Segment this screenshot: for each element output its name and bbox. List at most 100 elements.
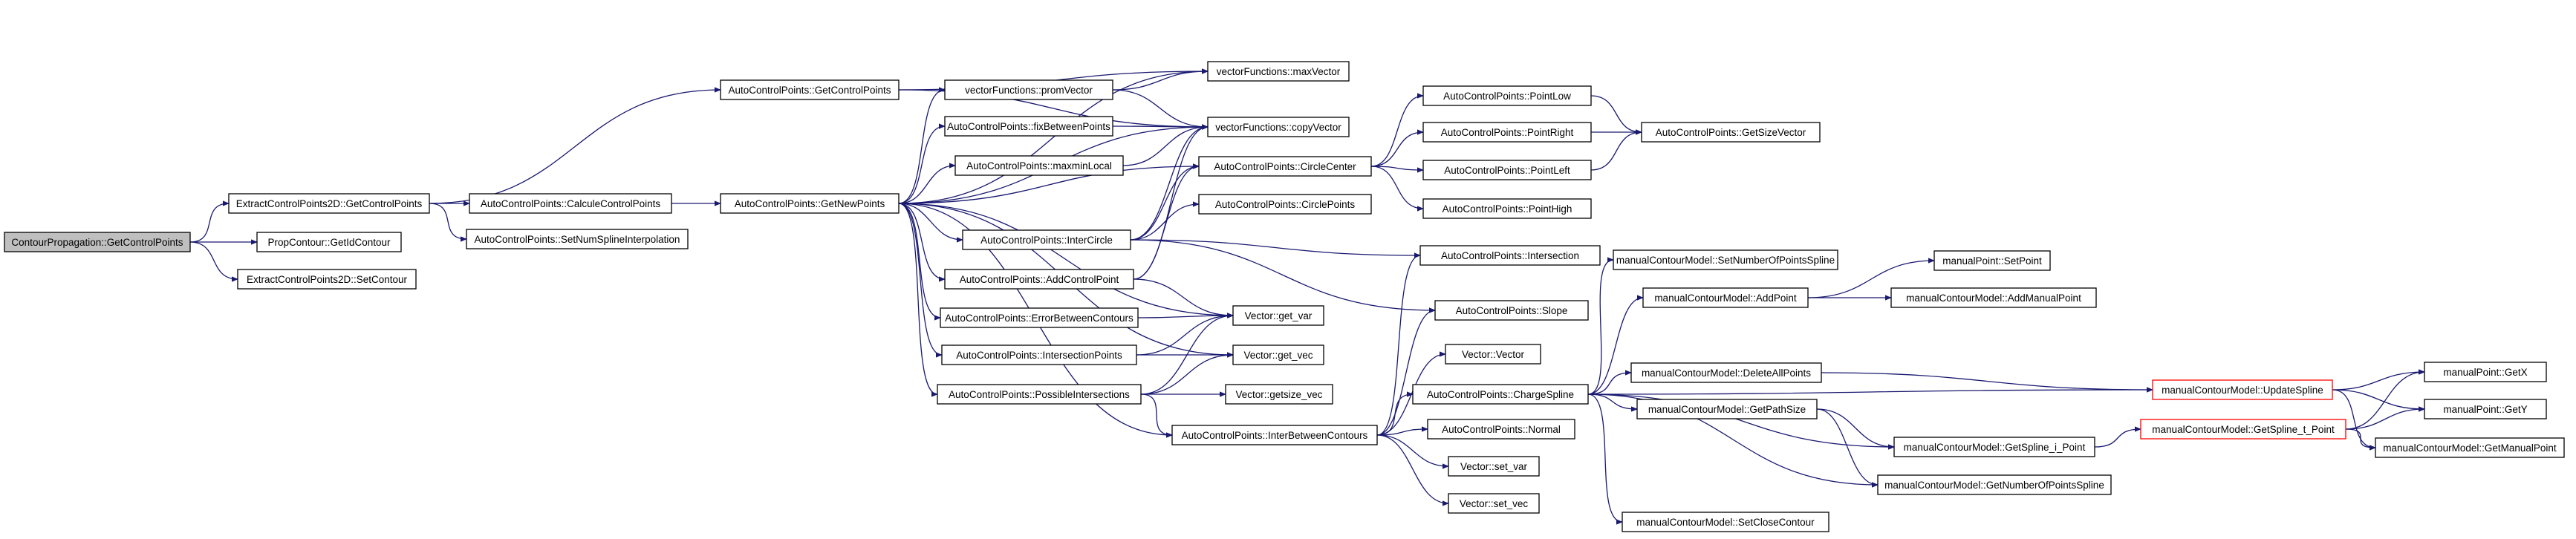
call-edge <box>898 163 1200 204</box>
graph-node-acp-newpts[interactable]: AutoControlPoints::GetNewPoints <box>720 193 900 214</box>
call-edge <box>1133 163 1200 280</box>
graph-node-acp-pright[interactable]: AutoControlPoints::PointRight <box>1422 122 1592 143</box>
node-label: AutoControlPoints::PointHigh <box>1443 203 1572 215</box>
node-label: manualContourModel::SetNumberOfPointsSpl… <box>1616 255 1835 266</box>
graph-node-mcm-spline-t[interactable]: manualContourModel::GetSpline_t_Point <box>2140 419 2346 440</box>
graph-node-ecp-get[interactable]: ExtractControlPoints2D::GetControlPoints <box>228 193 430 214</box>
graph-node-vf-copy[interactable]: vectorFunctions::copyVector <box>1207 117 1350 137</box>
node-box <box>944 269 1134 290</box>
graph-node-acp-cc[interactable]: AutoControlPoints::CircleCenter <box>1198 156 1372 177</box>
node-label: manualContourModel::AddManualPoint <box>1906 293 2081 304</box>
graph-node-mcm-getnum[interactable]: manualContourModel::GetNumberOfPointsSpl… <box>1877 474 2112 495</box>
graph-node-mcm-getmanual[interactable]: manualContourModel::GetManualPoint <box>2375 437 2565 458</box>
graph-node-acp-calc[interactable]: AutoControlPoints::CalculeControlPoints <box>469 193 672 214</box>
graph-node-mp-gety[interactable]: manualPoint::GetY <box>2424 399 2547 419</box>
graph-node-acp-plow[interactable]: AutoControlPoints::PointLow <box>1422 85 1592 106</box>
graph-node-acp-getsize[interactable]: AutoControlPoints::GetSizeVector <box>1641 122 1821 143</box>
node-label: manualContourModel::DeleteAllPoints <box>1642 368 1811 379</box>
node-box <box>2424 399 2547 419</box>
node-label: ExtractControlPoints2D::SetContour <box>247 274 408 285</box>
node-label: AutoControlPoints::InterBetweenContours <box>1182 430 1368 441</box>
call-edge <box>898 203 938 397</box>
graph-node-mcm-addmanual[interactable]: manualContourModel::AddManualPoint <box>1890 287 2097 308</box>
call-edge <box>898 203 946 282</box>
node-box <box>228 193 430 214</box>
graph-node-mp-getx[interactable]: manualPoint::GetX <box>2424 362 2547 382</box>
call-edge <box>2345 428 2376 451</box>
node-label: manualContourModel::SetCloseContour <box>1636 517 1815 528</box>
graph-node-acp-chspline[interactable]: AutoControlPoints::ChargeSpline <box>1412 384 1589 405</box>
nodes-layer: ContourPropagation::GetControlPointsExtr… <box>4 61 2565 532</box>
graph-node-ecp-set[interactable]: ExtractControlPoints2D::SetContour <box>237 269 417 290</box>
node-label: AutoControlPoints::Intersection <box>1441 250 1579 261</box>
graph-node-mcm-addpt[interactable]: manualContourModel::AddPoint <box>1642 287 1809 308</box>
call-edge <box>898 87 946 204</box>
graph-node-acp-setnum[interactable]: AutoControlPoints::SetNumSplineInterpola… <box>466 229 689 249</box>
node-box <box>1412 384 1589 405</box>
node-box <box>1622 512 1829 532</box>
graph-node-v-vector[interactable]: Vector::Vector <box>1445 344 1541 365</box>
graph-node-root[interactable]: ContourPropagation::GetControlPoints <box>4 232 191 252</box>
node-label: AutoControlPoints::SetNumSplineInterpola… <box>475 234 680 245</box>
graph-node-v-setvec[interactable]: Vector::set_vec <box>1448 493 1540 514</box>
graph-node-acp-normal[interactable]: AutoControlPoints::Normal <box>1427 419 1575 440</box>
graph-node-acp-cp[interactable]: AutoControlPoints::CirclePoints <box>1198 194 1372 215</box>
graph-node-mcm-setclose[interactable]: manualContourModel::SetCloseContour <box>1622 512 1829 532</box>
graph-node-v-setvar[interactable]: Vector::set_var <box>1448 456 1540 477</box>
node-label: manualPoint::SetPoint <box>1942 255 2042 267</box>
call-edge <box>2332 389 2425 412</box>
graph-node-mp-setpoint[interactable]: manualPoint::SetPoint <box>1933 250 2051 271</box>
graph-node-mcm-update[interactable]: manualContourModel::UpdateSpline <box>2152 379 2333 400</box>
graph-node-vf-prom[interactable]: vectorFunctions::promVector <box>944 79 1113 100</box>
node-box <box>1641 122 1821 143</box>
node-label: manualContourModel::GetSpline_t_Point <box>2152 424 2335 435</box>
node-box <box>1422 160 1592 180</box>
node-label: AutoControlPoints::CirclePoints <box>1215 199 1356 210</box>
graph-node-acp-maxmin[interactable]: AutoControlPoints::maxminLocal <box>954 155 1124 176</box>
graph-node-v-getvar[interactable]: Vector::get_var <box>1232 305 1324 326</box>
graph-node-v-getsize[interactable]: Vector::getsize_vec <box>1225 384 1333 405</box>
node-label: AutoControlPoints::CircleCenter <box>1214 161 1356 172</box>
graph-node-vf-max[interactable]: vectorFunctions::maxVector <box>1207 61 1350 82</box>
call-edge <box>898 203 943 358</box>
graph-node-acp-ibc[interactable]: AutoControlPoints::InterBetweenContours <box>1171 425 1378 445</box>
graph-node-mcm-spline-i[interactable]: manualContourModel::GetSpline_i_Point <box>1893 437 2095 457</box>
node-box <box>1225 384 1333 405</box>
call-edge <box>1376 434 1449 469</box>
node-box <box>1642 287 1809 308</box>
graph-node-acp-ipts[interactable]: AutoControlPoints::IntersectionPoints <box>941 344 1137 365</box>
graph-node-mcm-delall[interactable]: manualContourModel::DeleteAllPoints <box>1630 362 1822 383</box>
graph-node-acp-slope[interactable]: AutoControlPoints::Slope <box>1434 300 1589 321</box>
node-box <box>720 193 900 214</box>
node-label: Vector::set_var <box>1460 461 1528 472</box>
graph-node-acp-get[interactable]: AutoControlPoints::GetControlPoints <box>720 79 900 100</box>
graph-node-acp-pleft[interactable]: AutoControlPoints::PointLeft <box>1422 160 1592 180</box>
call-edge <box>1130 239 1421 258</box>
node-box <box>2140 419 2346 440</box>
call-edge <box>1587 393 1638 412</box>
graph-node-acp-phigh[interactable]: AutoControlPoints::PointHigh <box>1422 198 1592 219</box>
graph-node-acp-addcp[interactable]: AutoControlPoints::AddControlPoint <box>944 269 1134 290</box>
node-box <box>1448 493 1540 514</box>
node-box <box>954 155 1124 176</box>
graph-node-acp-inter[interactable]: AutoControlPoints::Intersection <box>1419 245 1601 266</box>
graph-node-pc-getid[interactable]: PropContour::GetIdContour <box>256 232 402 252</box>
graph-node-mcm-setnum[interactable]: manualContourModel::SetNumberOfPointsSpl… <box>1613 249 1838 270</box>
graph-node-acp-intercircle[interactable]: AutoControlPoints::InterCircle <box>962 229 1131 250</box>
graph-node-acp-possint[interactable]: AutoControlPoints::PossibleIntersections <box>937 384 1142 405</box>
call-edge <box>1816 408 1879 488</box>
graph-node-mcm-pathsize[interactable]: manualContourModel::GetPathSize <box>1636 399 1818 419</box>
graph-node-v-getvec[interactable]: Vector::get_vec <box>1232 344 1324 365</box>
call-edge <box>1137 313 1234 318</box>
call-edge <box>1130 201 1200 241</box>
node-box <box>469 193 672 214</box>
node-box <box>1434 300 1589 321</box>
graph-node-acp-err[interactable]: AutoControlPoints::ErrorBetweenContours <box>940 307 1139 328</box>
node-box <box>941 344 1137 365</box>
node-box <box>1445 344 1541 365</box>
node-box <box>1636 399 1818 419</box>
node-box <box>1232 344 1324 365</box>
graph-node-acp-fix[interactable]: AutoControlPoints::fixBetweenPoints <box>944 116 1113 137</box>
node-label: AutoControlPoints::ChargeSpline <box>1427 389 1574 400</box>
